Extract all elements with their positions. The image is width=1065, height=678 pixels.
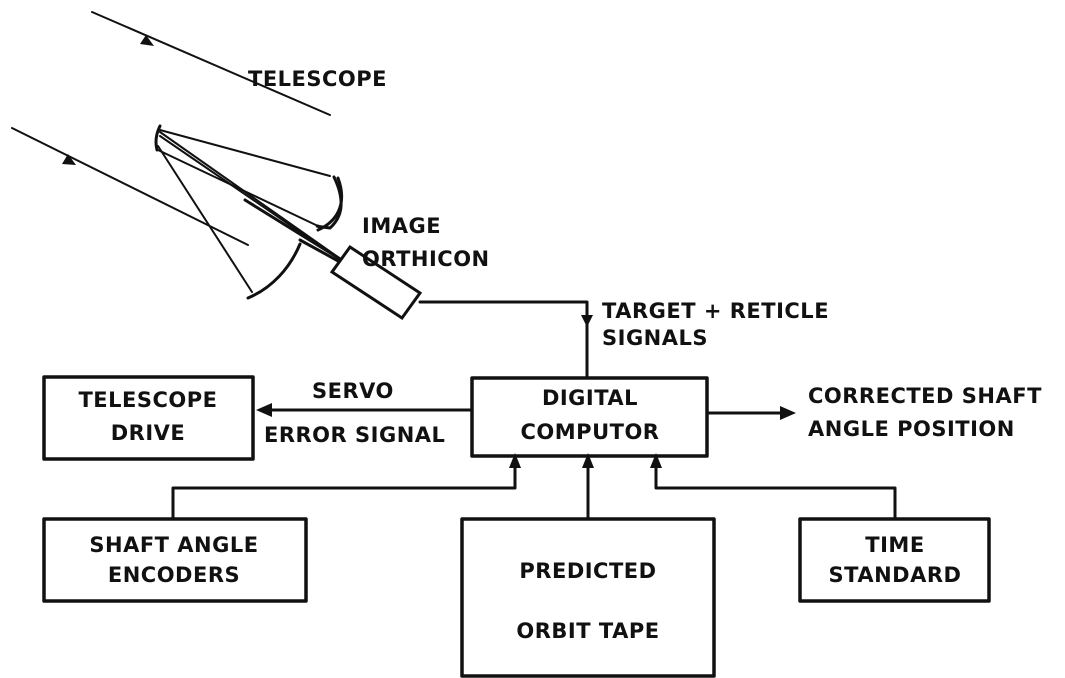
time-standard-text-1: TIME bbox=[865, 533, 924, 557]
digital-computer-text-2: COMPUTOR bbox=[521, 420, 660, 444]
primary-mirror-curve-top bbox=[316, 176, 344, 232]
image-orthicon-label-2: ORTHICON bbox=[362, 247, 490, 271]
time-standard-feed-line bbox=[654, 455, 897, 521]
incoming-ray-lower bbox=[11, 127, 249, 246]
telescope-label: TELESCOPE bbox=[248, 67, 387, 91]
orbit-tape-arrow-icon bbox=[582, 453, 594, 468]
focus-to-orthicon bbox=[298, 238, 342, 264]
telescope-drive-text-2: DRIVE bbox=[111, 421, 186, 445]
telescope-drive-block bbox=[42, 375, 255, 461]
error-signal-label: ERROR SIGNAL bbox=[264, 423, 445, 447]
incoming-ray-upper bbox=[91, 11, 331, 116]
predicted-orbit-tape-text-1: PREDICTED bbox=[519, 559, 656, 583]
encoder-arrow-icon bbox=[509, 453, 521, 468]
digital-computer-text-1: DIGITAL bbox=[542, 386, 638, 410]
target-reticle-label-2: SIGNALS bbox=[602, 326, 708, 350]
ray-arrow-lower-icon bbox=[62, 154, 76, 165]
corrected-output-label-1: CORRECTED SHAFT bbox=[808, 384, 1042, 408]
servo-arrow-icon bbox=[256, 403, 272, 417]
shaft-angle-encoders-text-2: ENCODERS bbox=[108, 563, 240, 587]
corrected-output-label-2: ANGLE POSITION bbox=[808, 417, 1015, 441]
image-orthicon-label-1: IMAGE bbox=[362, 214, 441, 238]
digital-computer-block bbox=[470, 376, 709, 458]
shaft-angle-encoders-text-1: SHAFT ANGLE bbox=[89, 533, 258, 557]
output-arrow-icon bbox=[780, 406, 796, 420]
time-standard-arrow-icon bbox=[650, 453, 662, 468]
predicted-orbit-tape-block bbox=[460, 517, 716, 678]
telescope-drive-text-1: TELESCOPE bbox=[78, 388, 217, 412]
target-reticle-label-1: TARGET + RETICLE bbox=[602, 299, 829, 323]
ray-arrow-upper-icon bbox=[140, 35, 154, 46]
telescope-optics bbox=[11, 11, 347, 300]
shaft-angle-encoders-block bbox=[42, 517, 308, 603]
primary-mirror-upper bbox=[315, 175, 343, 230]
focus-ray bbox=[159, 131, 346, 263]
reflected-ray-3 bbox=[157, 145, 253, 293]
primary-mirror-curve-bottom bbox=[246, 242, 302, 300]
encoder-feed-line bbox=[171, 455, 517, 521]
secondary-mirror bbox=[154, 124, 162, 152]
servo-label: SERVO bbox=[312, 379, 394, 403]
optical-axis bbox=[243, 198, 347, 264]
time-standard-block bbox=[798, 517, 991, 603]
reflected-ray-1 bbox=[159, 129, 331, 177]
time-standard-text-2: STANDARD bbox=[829, 563, 962, 587]
image-orthicon-tube bbox=[329, 244, 423, 321]
target-signal-arrow-icon bbox=[581, 315, 593, 327]
orthicon-signal-line bbox=[418, 300, 589, 380]
predicted-orbit-tape-text-2: ORBIT TAPE bbox=[516, 619, 659, 643]
